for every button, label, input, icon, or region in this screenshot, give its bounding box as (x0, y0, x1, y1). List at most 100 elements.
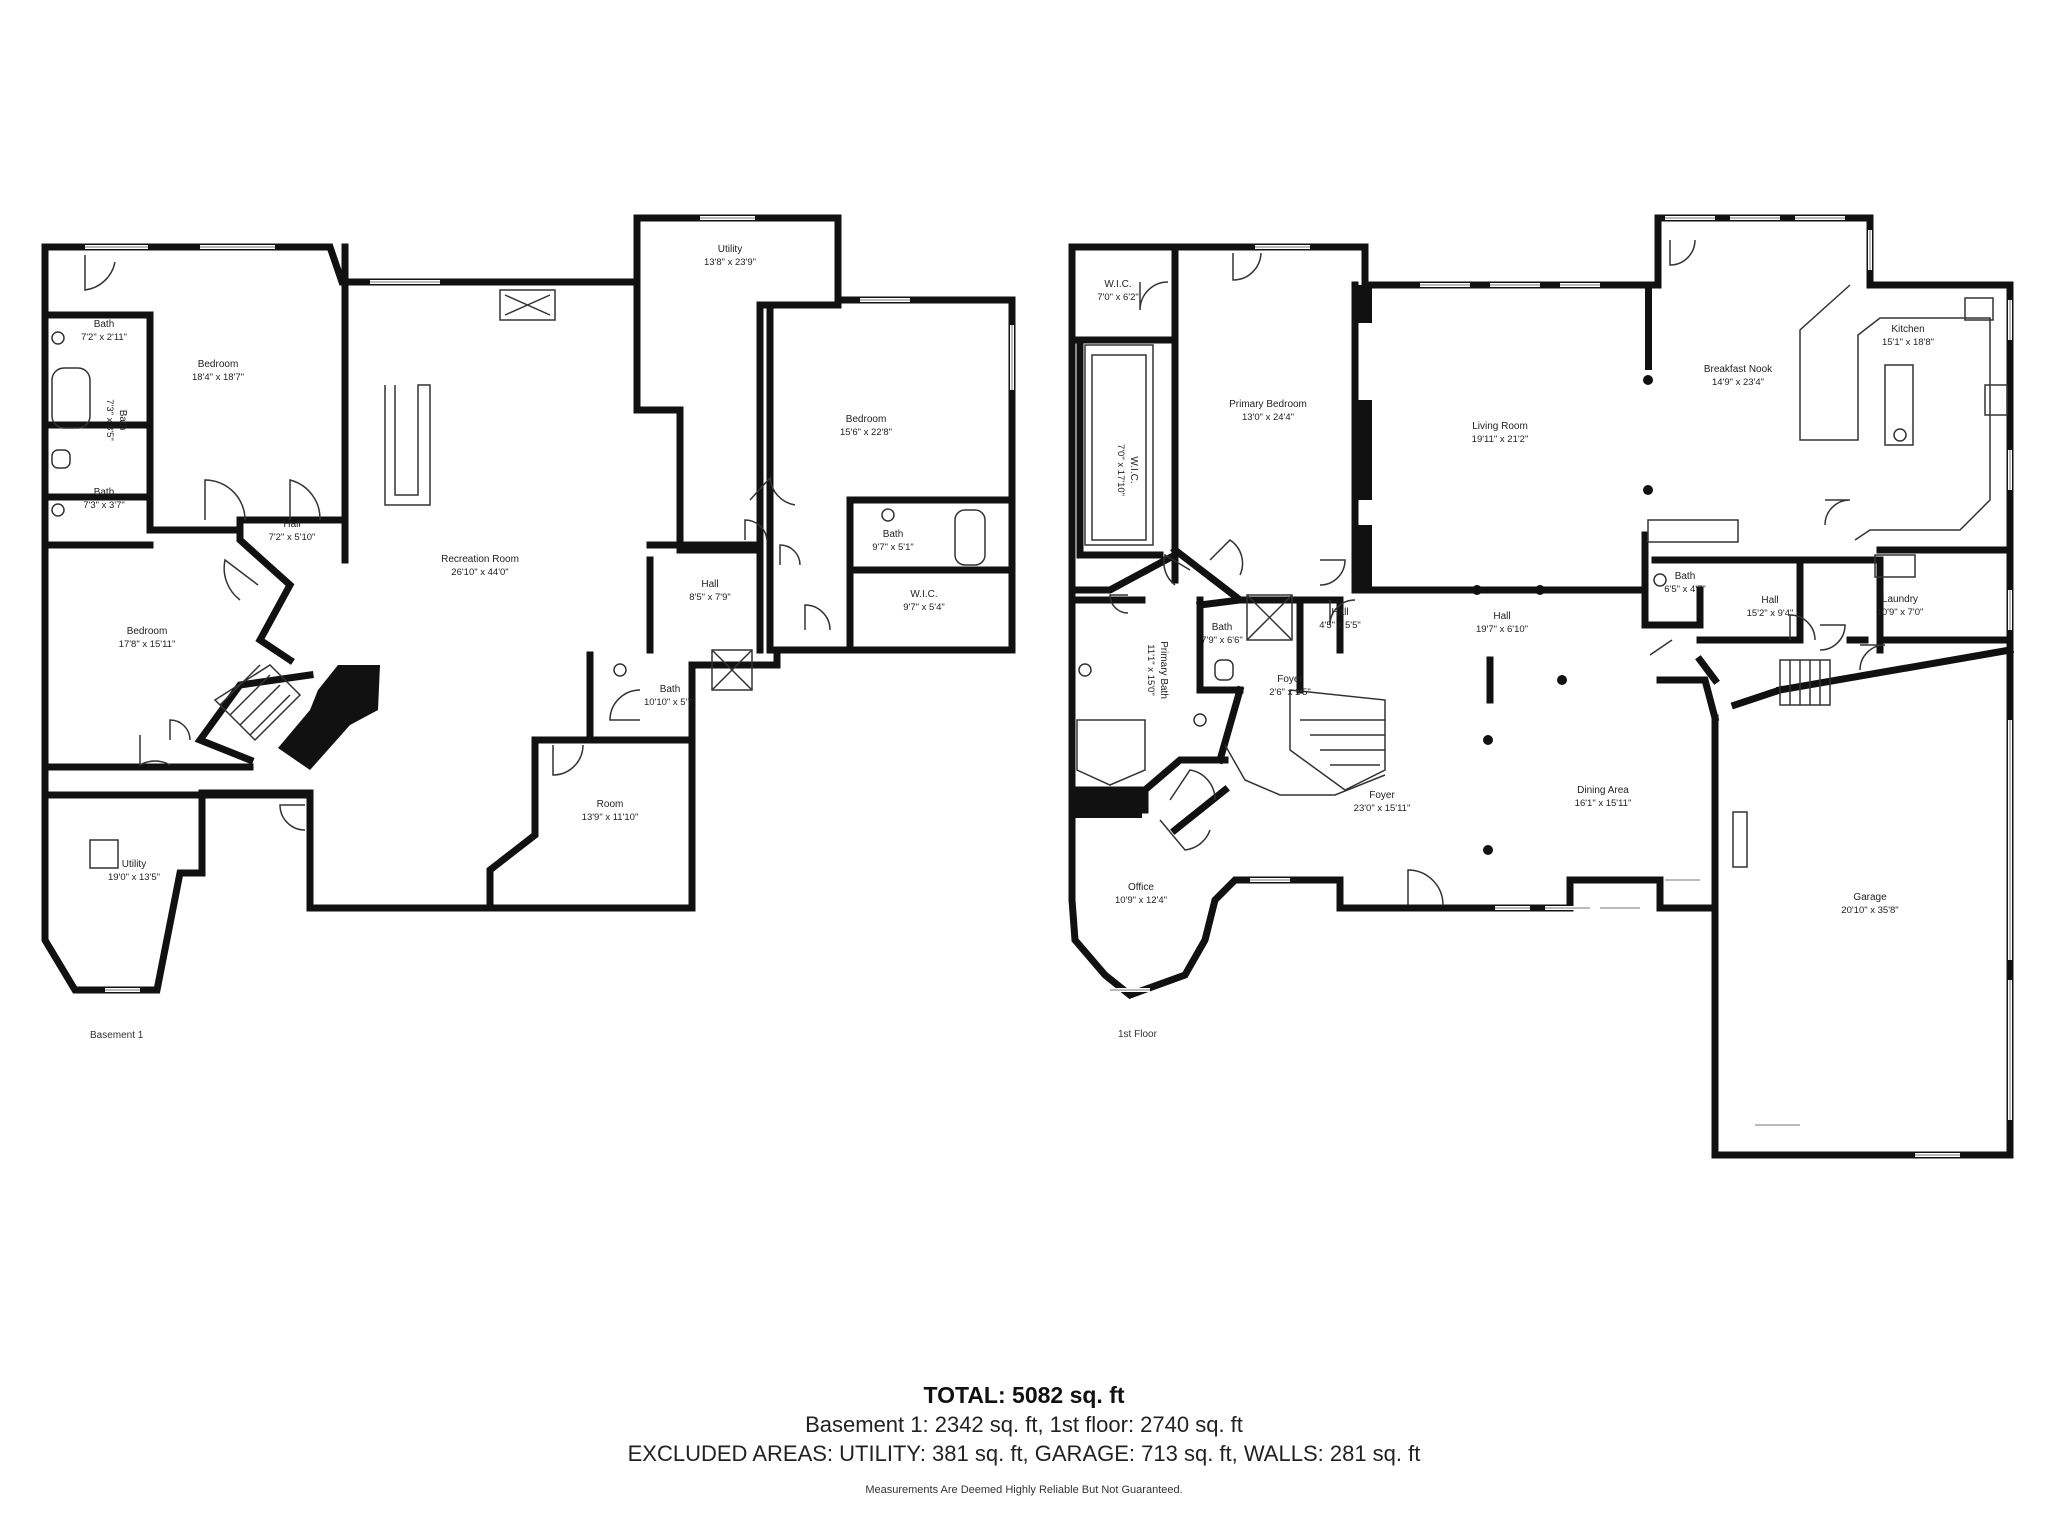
room-label: W.I.C.9'7" x 5'4" (903, 589, 945, 613)
first-floor-fireplace (1357, 400, 1372, 500)
room-dimensions: 7'0" x 17'10" (1115, 444, 1126, 496)
room-name: Bath (117, 410, 128, 431)
first-floor-stairs-main (1289, 689, 1386, 791)
room-dimensions: 15'6" x 22'8" (840, 427, 892, 438)
room-name: Office (1128, 882, 1154, 893)
first-floor-shower-icon (1246, 594, 1293, 641)
half-bath-sink-icon (1653, 573, 1667, 587)
basement-floor-plan (41, 214, 1016, 994)
room-dimensions: 15'1" x 18'8" (1882, 337, 1934, 348)
first-floor-interior-walls (1068, 243, 2015, 912)
bar-counter (384, 384, 431, 506)
bedroom-bath-tub-icon (954, 509, 986, 566)
room-dimensions: 19'7" x 6'10" (1476, 624, 1528, 635)
room-dimensions: 16'1" x 15'11" (1575, 798, 1632, 809)
basement-windows (85, 216, 1014, 992)
first-floor-column-1 (1357, 285, 1372, 323)
basement-tub-icon (51, 367, 91, 429)
room-label: Office 10'9" x 12'4" (1115, 882, 1167, 906)
room-name: Room (597, 799, 624, 810)
area-summary: TOTAL: 5082 sq. ft Basement 1: 2342 sq. … (0, 1380, 2048, 1496)
room-name: Dining Area (1577, 785, 1629, 796)
room-dimensions: 13'9" x 11'10" (582, 812, 639, 823)
room-label: W.I.C.7'0" x 17'10" (1115, 444, 1139, 496)
basement-sink-icon (51, 331, 65, 345)
room-dimensions: 8'5" x 7'9" (689, 592, 731, 603)
room-name: Breakfast Nook (1704, 364, 1773, 375)
room-name: Primary Bedroom (1229, 399, 1307, 410)
first-floor-column-2 (1357, 525, 1372, 587)
room-dimensions: 7'9" x 6'6" (1201, 635, 1243, 646)
bedroom-bath-sink-icon (881, 508, 895, 522)
room-name: Hall (1493, 611, 1510, 622)
range-icon (1984, 384, 2008, 416)
primary-tub-icon (1076, 719, 1146, 786)
room-dimensions: 6'5" x 4'7" (1664, 584, 1706, 595)
room-dimensions: 19'0" x 13'5" (108, 872, 160, 883)
room-name: Primary Bath (1158, 641, 1169, 699)
office-wall-block (1072, 790, 1142, 818)
first-floor-windows (1110, 216, 2012, 1157)
room-dimensions: 7'3" x 8'5" (104, 399, 115, 441)
room-dimensions: 20'10" x 35'8" (1841, 905, 1898, 916)
basement-sink2-icon (51, 503, 65, 517)
room-dimensions: 14'9" x 23'4" (1712, 377, 1764, 388)
disclaimer: Measurements Are Deemed Highly Reliable … (865, 1484, 1183, 1496)
first-floor-label: 1st Floor (1118, 1029, 1158, 1040)
hall-cabinet (1647, 519, 1739, 543)
room-dimensions: 7'0" x 6'2" (1097, 292, 1139, 303)
foyer-curved-rail (1224, 744, 1386, 796)
room-name: Recreation Room (441, 554, 519, 565)
room-dimensions: 7'2" x 2'11" (81, 332, 127, 343)
room-label: Primary Bedroom 13'0" x 24'4" (1229, 399, 1307, 423)
room-dimensions: 19'11" x 21'2" (1472, 434, 1529, 445)
room-dimensions: 18'4" x 18'7" (192, 372, 244, 383)
room-dimensions: 11'1" x 15'0" (1145, 644, 1156, 695)
total-area: TOTAL: 5082 sq. ft (923, 1382, 1125, 1408)
excluded-areas: EXCLUDED AREAS: UTILITY: 381 sq. ft, GAR… (627, 1441, 1421, 1466)
first-floor-plan (1068, 214, 2015, 1159)
floor-areas: Basement 1: 2342 sq. ft, 1st floor: 2740… (805, 1412, 1243, 1437)
room-dimensions: 13'0" x 24'4" (1242, 412, 1294, 423)
first-floor-toilet-icon (1214, 659, 1234, 681)
room-name: W.I.C. (1104, 279, 1131, 290)
basement-outer-wall (41, 214, 1016, 994)
kitchen-sink-icon (1893, 428, 1907, 442)
room-name: Bath (1212, 622, 1233, 633)
room-dimensions: 13'8" x 23'9" (704, 257, 756, 268)
utility-equipment-icon (89, 839, 119, 869)
wic-shelving (1084, 344, 1154, 546)
room-name: Bath (94, 487, 115, 498)
wic-inner-shelving (1091, 354, 1147, 541)
hall-bath-sink-icon (613, 663, 627, 677)
basement-interior-walls (41, 243, 1016, 912)
kitchen-island (1884, 364, 1914, 446)
room-name: Bath (883, 529, 904, 540)
primary-sink2-icon (1193, 713, 1207, 727)
shower-x-icon (711, 649, 753, 691)
room-name: Bath (660, 684, 681, 695)
room-name: Bedroom (127, 626, 168, 637)
primary-sink-icon (1078, 663, 1092, 677)
first-floor-stairs-rear (1779, 659, 1831, 706)
room-label: Hall 19'7" x 6'10" (1476, 611, 1528, 635)
kitchen-counter (1799, 284, 1991, 541)
first-floor-shower-x-icon (1246, 594, 1293, 641)
room-dimensions: 10'9" x 12'4" (1115, 895, 1167, 906)
